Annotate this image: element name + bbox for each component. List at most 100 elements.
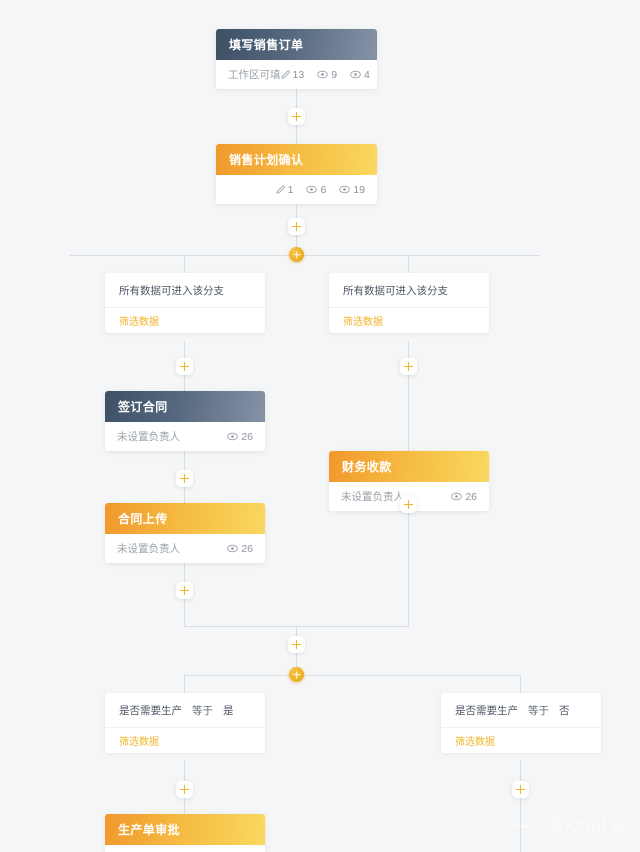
condition-card-branch2-right[interactable]: 是否需要生产 等于 否 筛选数据 [441,693,601,753]
condition-action-link[interactable]: 筛选数据 [119,737,159,748]
node-title: 销售计划确认 [216,144,377,175]
metric-pencil: 13 [280,68,305,81]
add-node-button-3[interactable] [176,358,193,375]
metric-value: 6 [320,183,327,196]
add-node-button-2[interactable] [288,218,305,235]
condition-field: 是否需要生产 [119,704,182,717]
pencil-icon [276,185,285,194]
add-node-button-5[interactable] [176,582,193,599]
metric-eye-1: 26 [227,543,253,555]
node-card-sign-contract[interactable]: 签订合同 未设置负责人 26 [105,391,265,451]
node-owner-label: 未设置负责人 [341,491,404,503]
branch-bar-2 [184,675,521,676]
metric-value: 26 [241,430,253,443]
node-title: 合同上传 [105,503,265,534]
pencil-icon [280,70,290,79]
condition-expression: 是否需要生产 等于 是 [105,693,265,727]
node-owner-label: 未设置负责人 [117,543,180,555]
node-card-production-approval[interactable]: 生产单审批 [105,814,265,852]
node-footer: 未设置负责人 26 [105,534,265,563]
connector-trunk-3b [296,653,297,674]
connector-br-1 [520,760,521,782]
connector-left-5 [184,562,185,584]
connector-trunk-1b [296,125,297,144]
metric-eye-1: 26 [227,431,253,443]
add-branch-button-2[interactable] [289,667,304,682]
branch-drop-right-1 [408,255,409,273]
metric-eye-1: 9 [317,69,337,81]
add-node-button-8[interactable] [288,636,305,653]
divider [105,307,265,308]
condition-value: 否 [559,704,570,717]
node-card-contract-upload[interactable]: 合同上传 未设置负责人 26 [105,503,265,563]
add-node-button-6[interactable] [400,358,417,375]
condition-value: 是 [223,704,234,717]
condition-action-link[interactable]: 筛选数据 [455,737,495,748]
connector-bl-1 [184,760,185,782]
condition-card-branch1-left[interactable]: 所有数据可进入该分支 筛选数据 [105,273,265,333]
connector-left-6 [184,599,185,626]
condition-expression: 所有数据可进入该分支 [329,273,489,307]
add-node-button-1[interactable] [288,108,305,125]
condition-card-branch2-left[interactable]: 是否需要生产 等于 是 筛选数据 [105,693,265,753]
connector-bl-2 [184,798,185,814]
connector-trunk-1a [296,87,297,108]
node-title: 签订合同 [105,391,265,422]
condition-operator: 等于 [528,704,549,717]
metric-eye-2: 19 [339,184,365,196]
metric-value: 19 [353,183,365,196]
node-title: 填写销售订单 [216,29,377,60]
node-card-finance-receipt[interactable]: 财务收款 未设置负责人 26 [329,451,489,511]
eye-icon [339,185,351,194]
condition-field: 所有数据可进入该分支 [343,284,448,297]
eye-icon [317,70,328,79]
connector-left-1 [184,341,185,363]
connector-trunk-3a [296,626,297,643]
node-footer: 工作区可填 13 9 4 [216,60,377,89]
wukong-logo-icon [509,820,535,834]
connector-right-2 [408,375,409,451]
eye-icon [227,432,239,441]
condition-field: 是否需要生产 [455,704,518,717]
metric-eye-1: 26 [451,491,477,503]
divider [329,307,489,308]
branch-drop-left-1 [184,255,185,273]
node-footer [105,845,265,852]
node-owner-label: 工作区可填 [228,69,281,81]
watermark: 悟空问答 [509,812,630,842]
node-metrics: 26 [451,491,477,503]
node-owner-label: 未设置负责人 [117,431,180,443]
eye-icon [306,185,318,194]
add-node-button-10[interactable] [512,781,529,798]
condition-card-branch1-right[interactable]: 所有数据可进入该分支 筛选数据 [329,273,489,333]
condition-expression: 是否需要生产 等于 否 [441,693,601,727]
connector-left-4 [184,487,185,503]
metric-value: 1 [287,183,294,196]
node-card-fill-sales-order[interactable]: 填写销售订单 工作区可填 13 9 [216,29,377,89]
add-node-button-9[interactable] [176,781,193,798]
add-node-button-4[interactable] [176,470,193,487]
condition-action-link[interactable]: 筛选数据 [343,317,383,328]
metric-value: 13 [292,68,305,81]
metric-value: 9 [331,68,338,81]
eye-icon [350,70,361,79]
node-card-sales-plan-confirm[interactable]: 销售计划确认 1 6 [216,144,377,204]
node-title: 财务收款 [329,451,489,482]
eye-icon [227,544,239,553]
eye-icon [451,492,463,501]
branch-bar-1 [70,255,540,256]
node-footer: 1 6 19 [216,175,377,204]
add-branch-button-1[interactable] [289,247,304,262]
node-metrics: 13 9 4 [280,68,370,81]
node-metrics: 26 [227,431,253,443]
add-node-button-7[interactable] [400,496,417,513]
condition-expression: 所有数据可进入该分支 [105,273,265,307]
connector-left-2 [184,375,185,391]
divider [105,727,265,728]
node-metrics: 26 [227,543,253,555]
condition-action-link[interactable]: 筛选数据 [119,317,159,328]
connector-trunk-2a [296,200,297,218]
connector-trunk-2b [296,235,297,255]
condition-field: 所有数据可进入该分支 [119,284,224,297]
